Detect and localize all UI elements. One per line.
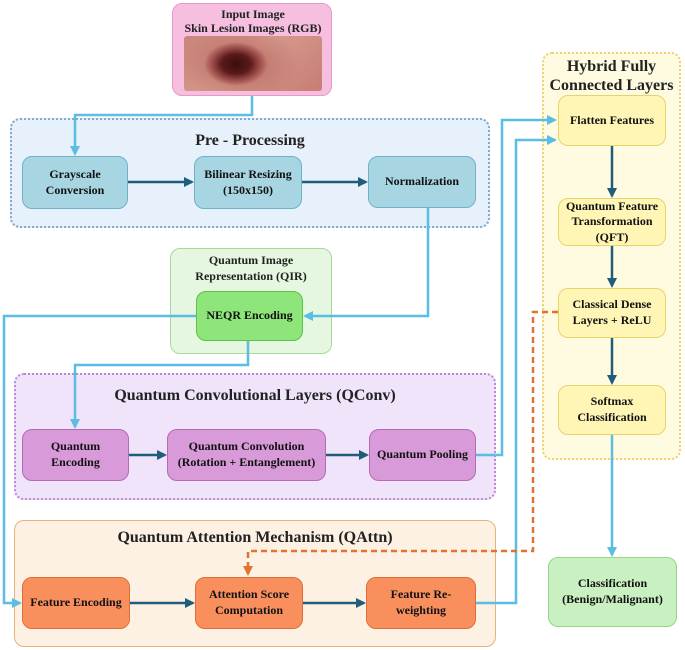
input-image-title: Input Image	[221, 7, 285, 21]
grayscale-conversion-node: Grayscale Conversion	[22, 156, 128, 209]
neqr-encoding-node: NEQR Encoding	[196, 291, 303, 341]
skin-lesion-image	[184, 36, 322, 91]
link-neqr-to-qencoding	[70, 341, 250, 429]
bilinear-resizing-node: Bilinear Resizing (150x150)	[194, 156, 302, 209]
classical-dense-layers-node: Classical Dense Layers + ReLU	[558, 288, 666, 338]
input-image-panel: Input Image Skin Lesion Images (RGB)	[172, 3, 332, 96]
softmax-classification-node: Softmax Classification	[558, 385, 666, 435]
normalization-node: Normalization	[368, 156, 476, 208]
quantum-convolution-node: Quantum Convolution (Rotation + Entangle…	[167, 429, 326, 481]
link-input-to-grayscale	[70, 96, 254, 156]
link-reweighting-to-flatten	[476, 135, 557, 605]
link-dense-to-attention-dashed	[243, 310, 558, 576]
quantum-feature-transformation-node: Quantum Feature Transformation (QFT)	[558, 198, 666, 246]
quantum-pooling-node: Quantum Pooling	[369, 429, 476, 481]
attention-score-node: Attention Score Computation	[195, 577, 303, 629]
feature-reweighting-node: Feature Re- weighting	[366, 577, 476, 629]
link-neqr-to-feature-encoding	[2, 314, 196, 608]
quantum-encoding-node: Quantum Encoding	[22, 429, 129, 481]
hybrid-title: Hybrid Fully Connected Layers	[549, 58, 674, 95]
qir-title: Quantum Image Representation (QIR)	[195, 253, 307, 283]
link-pooling-to-flatten	[476, 115, 557, 457]
feature-encoding-node: Feature Encoding	[22, 577, 130, 629]
input-image-subtitle: Skin Lesion Images (RGB)	[184, 21, 322, 35]
qattn-title: Quantum Attention Mechanism (QAttn)	[117, 529, 393, 546]
flatten-features-node: Flatten Features	[558, 95, 666, 146]
qconv-title: Quantum Convolutional Layers (QConv)	[114, 387, 396, 404]
preprocessing-title: Pre - Processing	[195, 132, 305, 149]
classification-output-node: Classification (Benign/Malignant)	[548, 557, 677, 627]
link-normalization-to-neqr	[303, 208, 430, 321]
